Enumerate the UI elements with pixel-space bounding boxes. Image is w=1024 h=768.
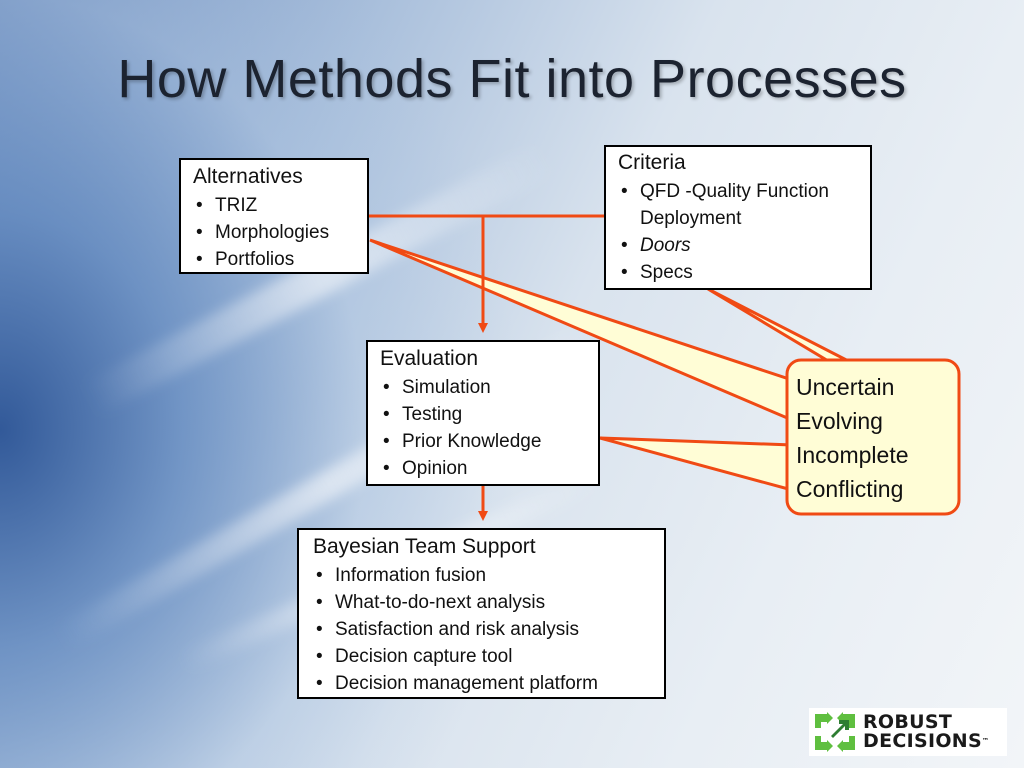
logo-line-1: ROBUST — [863, 711, 953, 733]
callout-line: Uncertain — [796, 374, 895, 400]
list-item: Information fusion — [313, 562, 650, 589]
alternatives-heading: Alternatives — [193, 165, 303, 188]
logo-line-2: DECISIONS — [863, 730, 982, 752]
alternatives-list: TRIZ Morphologies Portfolios — [193, 192, 355, 273]
robust-decisions-logo: ROBUST DECISIONS™ — [809, 708, 1007, 756]
doors-label: Doors — [640, 235, 691, 256]
callout-line: Conflicting — [796, 476, 904, 502]
list-item: Specs — [618, 259, 858, 286]
list-item: Testing — [380, 401, 586, 428]
list-item: Morphologies — [193, 219, 355, 246]
bayesian-list: Information fusion What-to-do-next analy… — [313, 562, 650, 697]
bayesian-team-support-box: Bayesian Team Support Information fusion… — [297, 528, 666, 699]
callout-text: Uncertain Evolving Incomplete Conflictin… — [796, 370, 956, 506]
criteria-list: QFD -Quality Function Deployment Doors S… — [618, 178, 858, 286]
list-item: Decision capture tool — [313, 643, 650, 670]
callout-line: Evolving — [796, 408, 883, 434]
list-item: Simulation — [380, 374, 586, 401]
logo-trademark: ™ — [981, 737, 990, 745]
logo-wordmark: ROBUST DECISIONS™ — [863, 713, 989, 751]
list-item: Opinion — [380, 455, 586, 482]
evaluation-list: Simulation Testing Prior Knowledge Opini… — [380, 374, 586, 482]
alternatives-box: Alternatives TRIZ Morphologies Portfolio… — [179, 158, 369, 274]
callout-line: Incomplete — [796, 442, 909, 468]
list-item: Satisfaction and risk analysis — [313, 616, 650, 643]
list-item: Prior Knowledge — [380, 428, 586, 455]
slide-title: How Methods Fit into Processes — [117, 49, 907, 109]
criteria-box: Criteria QFD -Quality Function Deploymen… — [604, 145, 872, 290]
list-item: Portfolios — [193, 246, 355, 273]
callout-wedge-evaluation — [599, 436, 794, 492]
list-item: Decision management platform — [313, 670, 650, 697]
list-item: What-to-do-next analysis — [313, 589, 650, 616]
criteria-heading: Criteria — [618, 151, 686, 174]
list-item: Doors — [618, 232, 858, 259]
evaluation-box: Evaluation Simulation Testing Prior Know… — [366, 340, 600, 486]
evaluation-heading: Evaluation — [380, 347, 479, 370]
list-item: QFD -Quality Function Deployment — [618, 178, 858, 232]
bayesian-heading: Bayesian Team Support — [313, 535, 536, 558]
logo-arrows-icon — [815, 712, 855, 752]
list-item: TRIZ — [193, 192, 355, 219]
callout-wedge-criteria — [707, 287, 863, 370]
callout-fill — [789, 362, 957, 512]
